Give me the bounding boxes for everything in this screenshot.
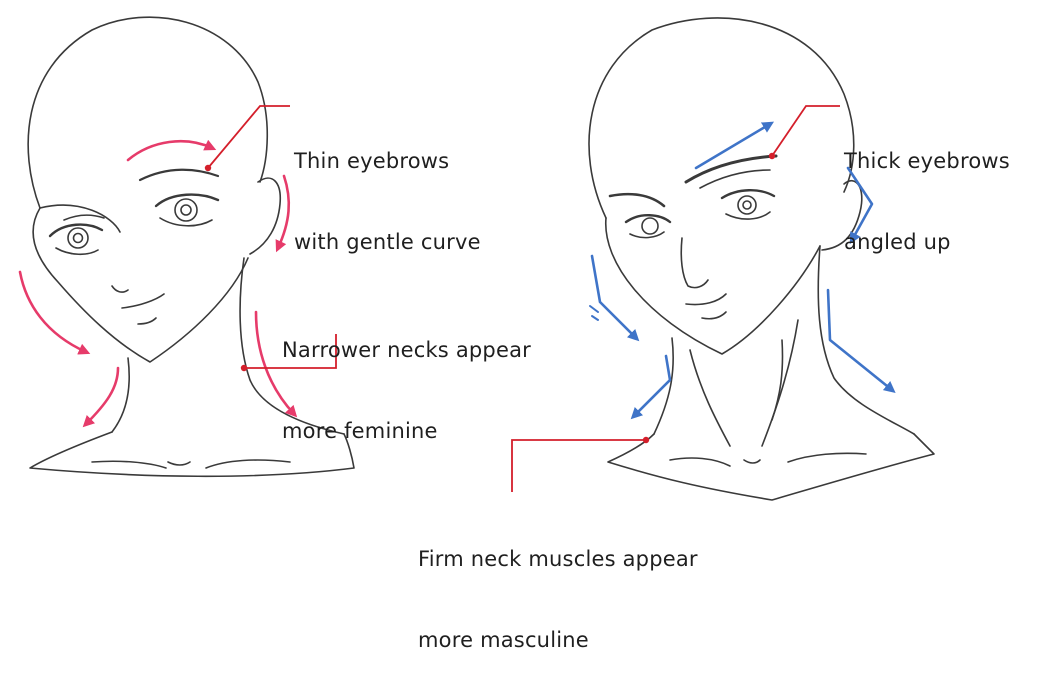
masculine-eyebrow-left xyxy=(610,194,664,206)
masculine-neck-line xyxy=(772,340,783,420)
feminine-ear xyxy=(250,178,280,254)
masculine-eyebrow-right xyxy=(686,156,776,182)
thick-eyebrows-annotation: Thick eyebrows angled up xyxy=(844,94,1010,283)
masculine-collarbone-left xyxy=(670,458,730,466)
neck-right-arrow xyxy=(828,290,892,390)
firm-neck-annotation: Firm neck muscles appear more masculine xyxy=(418,492,698,681)
masculine-collarbone-right xyxy=(788,453,866,462)
leader-firm-neck xyxy=(512,440,646,492)
thin-eyebrows-line2: with gentle curve xyxy=(294,229,481,256)
masculine-eye-right xyxy=(722,190,774,219)
narrow-necks-line2: more feminine xyxy=(282,418,531,445)
feminine-neck-left xyxy=(112,358,129,432)
thick-eyebrows-line2: angled up xyxy=(844,229,1010,256)
narrow-necks-annotation: Narrower necks appear more feminine xyxy=(282,283,531,472)
neck-left-arrow xyxy=(86,368,118,424)
eyebrow-arc-arrow xyxy=(128,141,212,160)
masculine-nose xyxy=(681,238,708,288)
firm-neck-line2: more masculine xyxy=(418,627,698,654)
masculine-neck-muscle-right xyxy=(762,320,798,446)
narrow-necks-line1: Narrower necks appear xyxy=(282,337,531,364)
masculine-shoulders xyxy=(608,434,934,500)
masculine-mouth-lower xyxy=(702,312,726,319)
feminine-arrows xyxy=(20,141,294,424)
leader-thick-eyebrows xyxy=(772,106,840,156)
thin-eyebrows-line1: Thin eyebrows xyxy=(294,148,481,175)
feminine-mouth-lower xyxy=(138,318,156,324)
cheek-tick-2 xyxy=(592,316,598,320)
masculine-throat xyxy=(744,460,760,463)
masculine-eyebrow-right-lower xyxy=(700,170,770,188)
cheek-arrow xyxy=(20,272,86,352)
feminine-skull-outline xyxy=(28,17,267,208)
thin-eyebrows-annotation: Thin eyebrows with gentle curve xyxy=(294,94,481,283)
feminine-face-outline xyxy=(33,208,248,362)
feminine-eye-left xyxy=(50,225,102,255)
thick-eyebrows-line1: Thick eyebrows xyxy=(844,148,1010,175)
cheek-arrow xyxy=(592,256,636,338)
feminine-eyebrow-left xyxy=(64,215,104,220)
masculine-neck-muscle-left xyxy=(690,350,730,446)
feminine-collarbone-left xyxy=(92,461,166,468)
feminine-collarbone-right xyxy=(206,460,290,468)
cheek-tick-1 xyxy=(590,306,598,312)
feminine-eye-right xyxy=(156,195,218,226)
masculine-mouth xyxy=(686,294,726,305)
masculine-skull-outline xyxy=(589,18,854,218)
masculine-eye-left xyxy=(626,215,670,237)
feminine-nose xyxy=(112,286,128,292)
leader-thin-eyebrows xyxy=(208,106,290,168)
feminine-eyebrow-right xyxy=(140,170,218,180)
masculine-face-outline xyxy=(606,218,820,354)
feminine-throat xyxy=(168,462,190,465)
firm-neck-line1: Firm neck muscles appear xyxy=(418,546,698,573)
feminine-mouth xyxy=(122,294,164,308)
